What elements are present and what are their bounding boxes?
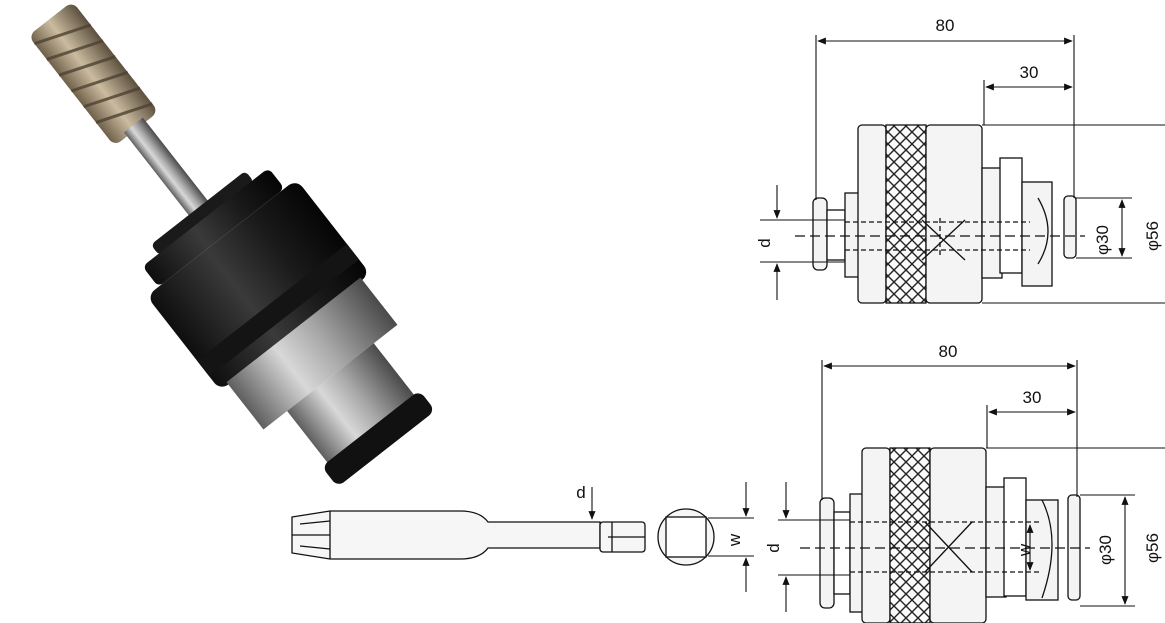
diameter-30-top: φ30 (1093, 225, 1112, 255)
dimensions-tap (588, 482, 754, 592)
diameter-30-bottom: φ30 (1096, 535, 1115, 565)
length-30-top: 30 (1020, 63, 1039, 82)
tap-drawing (291, 510, 646, 560)
tap-square-label: w (725, 533, 744, 547)
knurled-ring-bottom (889, 447, 931, 623)
flange-left (812, 197, 828, 271)
length-80-bottom: 80 (939, 342, 958, 361)
adapter-drawing-bottom (800, 447, 1090, 623)
length-30-bottom: 30 (1023, 388, 1042, 407)
tap-adapter-photo (31, 4, 433, 484)
square-cross-section (657, 508, 715, 566)
bore-label-top: d (755, 238, 774, 247)
square-label-bottom: w (1015, 543, 1034, 557)
length-80-top: 80 (936, 16, 955, 35)
adapter-sleeve-illustration (226, 277, 398, 430)
tap-flute-illustration (31, 4, 211, 220)
adapter-body-illustration (150, 183, 367, 387)
diameter-56-top: φ56 (1143, 221, 1162, 251)
diameter-56-bottom: φ56 (1143, 533, 1162, 563)
adapter-drawing-top (795, 124, 1085, 304)
dimensions-bottom (778, 360, 1165, 612)
dimensions-top (760, 35, 1165, 304)
knurled-ring (885, 124, 927, 304)
tap-shank-label: d (576, 483, 585, 502)
bore-label-bottom: d (764, 543, 783, 552)
